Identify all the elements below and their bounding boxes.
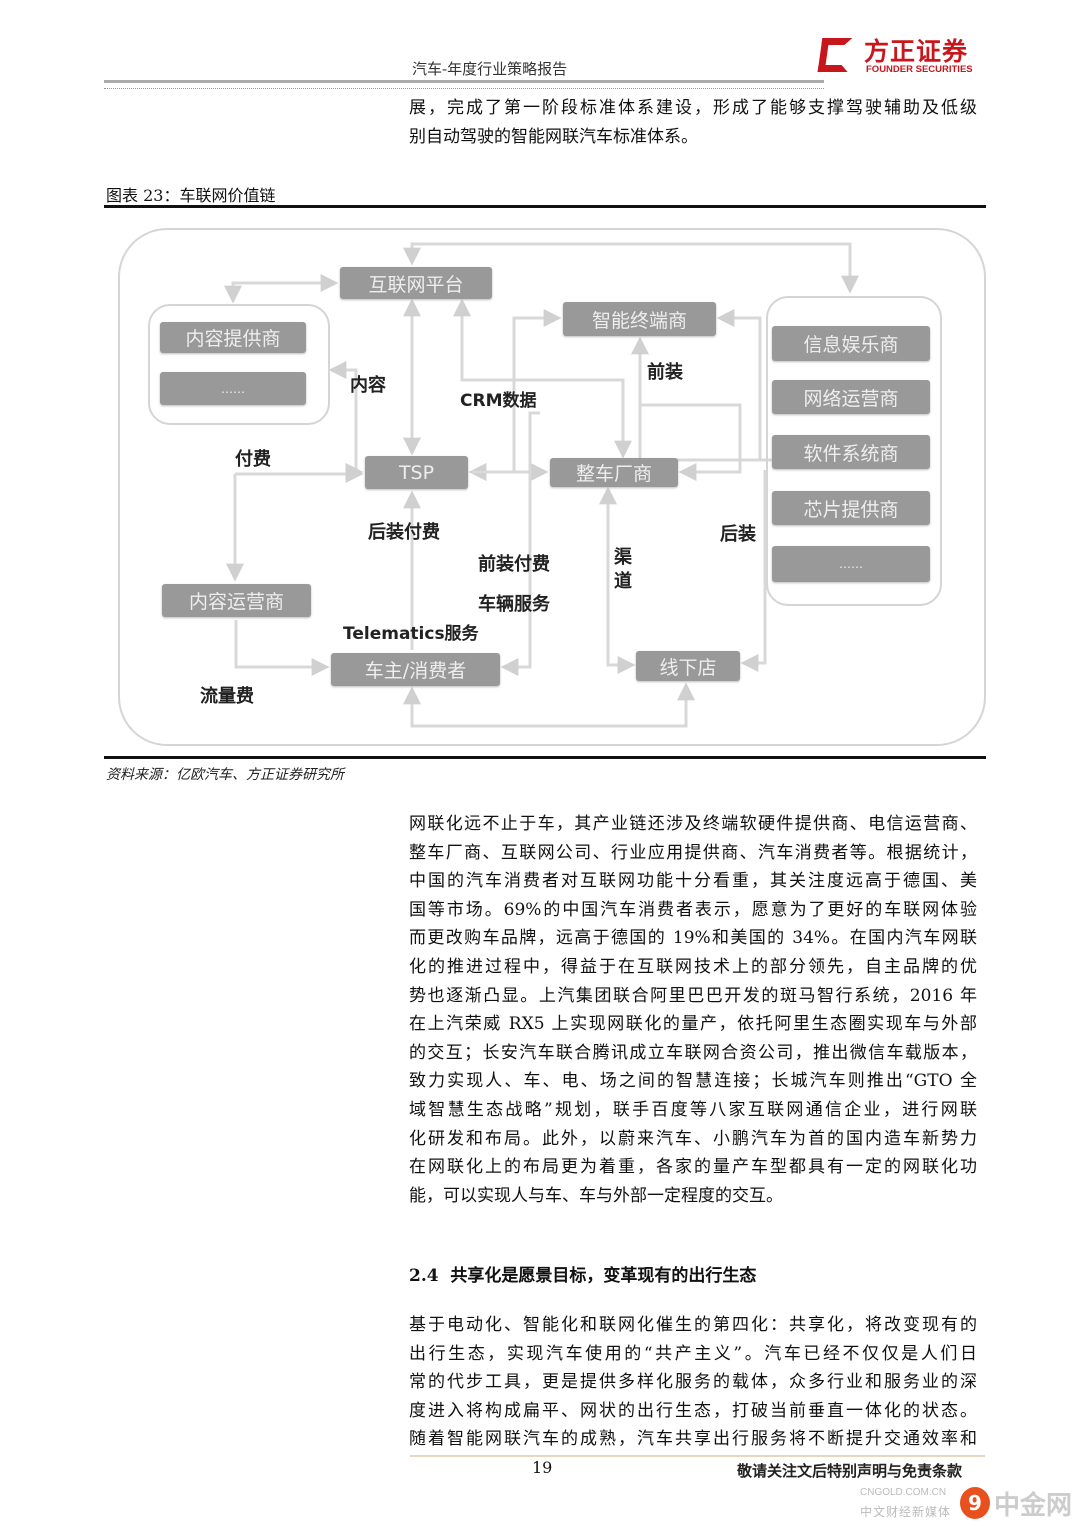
logo-en: FOUNDER SECURITIES [866, 64, 973, 75]
node-network-operator: 网络运营商 [772, 380, 930, 414]
label-after-pay: 后装付费 [368, 522, 440, 543]
intro-paragraph: 展，完成了第一阶段标准体系建设，形成了能够支撑驾驶辅助及低级 别自动驾驶的智能网… [409, 94, 977, 151]
cngold-logo-icon: 9 [960, 1487, 990, 1519]
arrow-traffic-fee [234, 620, 330, 676]
founder-securities-logo: 方正证券 FOUNDER SECURITIES [817, 36, 980, 80]
page-number: 19 [532, 1458, 553, 1477]
text-line: 在网联化上的布局更为着重，各家的量产车型都具有一定的网联化功 [409, 1157, 977, 1178]
text-line: 域智慧生态战略”规划，联手百度等八家互联网通信企业，进行网联 [409, 1099, 977, 1120]
text-line: 化的推进过程中，得益于在互联网技术上的部分领先，自主品牌的优 [409, 956, 977, 977]
figure-source: 资料来源：亿欧汽车、方正证券研究所 [106, 767, 344, 783]
arrow-content [328, 361, 364, 481]
arrow-front-pay [500, 411, 540, 676]
caption-rule [104, 205, 986, 208]
watermark-sub: 中文财经新媒体 [860, 1505, 952, 1519]
text-line: 随着智能网联汽车的成熟，汽车共享出行服务将不断提升交通效率和 [409, 1429, 977, 1450]
node-tsp: TSP [365, 456, 468, 489]
text-line: 度进入将构成扁平、网状的出行生态，打破当前垂直一体化的状态。 [409, 1400, 977, 1421]
arrow-platform-content [224, 274, 339, 304]
arrow-crm [453, 298, 632, 459]
text-line: 能，可以实现人与车、车与外部一定程度的交互。 [409, 1185, 783, 1206]
label-crm: CRM数据 [460, 391, 537, 411]
node-right-more: …… [772, 546, 930, 582]
node-oem: 整车厂商 [550, 458, 678, 487]
text-line: 网联化远不止于车，其产业链还涉及终端软硬件提供商、电信运营商、 [409, 814, 977, 834]
figure-caption: 图表 23：车联网价值链 [106, 186, 276, 205]
label-vehicle-service: 车辆服务 [478, 594, 550, 615]
label-front-pay: 前装付费 [478, 554, 550, 575]
header-rule [104, 80, 824, 83]
text-line: 整车厂商、互联网公司、行业应用提供商、汽车消费者等。根据统计， [409, 842, 977, 863]
node-software: 软件系统商 [772, 435, 930, 469]
arrow-consumer-store [403, 682, 695, 728]
watermark-en: CNGOLD.COM.CN [860, 1487, 947, 1498]
node-consumer: 车主/消费者 [331, 653, 500, 686]
label-traffic-fee: 流量费 [200, 686, 254, 707]
label-after-install: 后装 [720, 524, 756, 545]
node-content-more: …… [160, 372, 306, 405]
report-title: 汽车-年度行业策略报告 [412, 60, 568, 78]
text-line: 国等市场。69%的中国汽车消费者表示，愿意为了更好的车联网体验 [409, 899, 977, 920]
logo-cn: 方正证券 [864, 37, 969, 66]
arrow-to-terminal [512, 309, 562, 472]
text-line: 致力实现人、车、电、场之间的智慧连接；长城汽车则推出“GTO 全 [409, 1071, 977, 1092]
text-line: 别自动驾驶的智能网联汽车标准体系。 [409, 126, 698, 147]
logo-mark-icon [817, 38, 853, 72]
text-line: 的交互；长安汽车联合腾讯成立车联网合资公司，推出微信车载版本， [409, 1042, 977, 1063]
arrow-platform-right [403, 242, 859, 294]
node-content-provider: 内容提供商 [160, 322, 306, 353]
node-offline-store: 线下店 [636, 651, 740, 681]
arrow-oem-right [640, 403, 742, 481]
section-heading: 2.4 共享化是愿景目标，变革现有的出行生态 [409, 1266, 757, 1286]
text-line: 势也逐渐凸显。上汽集团联合阿里巴巴开发的斑马智行系统，2016 年 [409, 985, 977, 1006]
watermark-cn: 中金网 [994, 1491, 1073, 1521]
text-line: 而更改购车品牌，远高于德国的 19%和美国的 34%。在国内汽车网联 [409, 928, 977, 949]
cngold-watermark: CNGOLD.COM.CN 中文财经新媒体 9 中金网 [860, 1485, 1076, 1525]
section-paragraph: 基于电动化、智能化和联网化催生的第四化：共享化，将改变现有的 出行生态，实现汽车… [409, 1311, 977, 1454]
node-content-operator: 内容运营商 [162, 584, 311, 617]
text-line: 化研发和布局。此外，以蔚来汽车、小鹏汽车为首的国内造车新势力 [409, 1128, 977, 1149]
body-paragraph: 网联化远不止于车，其产业链还涉及终端软硬件提供商、电信运营商、 整车厂商、互联网… [409, 810, 977, 1210]
label-channel: 渠道 [614, 547, 632, 592]
text-line: 出行生态，实现汽车使用的“共产主义”。汽车已经不仅仅是人们日 [409, 1343, 977, 1364]
text-line: 在上汽荣威 RX5 上实现网联化的量产，依托阿里生态圈实现车与外部 [409, 1014, 977, 1035]
arrow-terminal-right [716, 309, 762, 460]
arrow-after-install [740, 470, 767, 672]
footer-rule [410, 1455, 985, 1457]
label-pay: 付费 [235, 449, 271, 470]
text-line: 中国的汽车消费者对互联网功能十分看重，其关注度远高于德国、美 [409, 871, 977, 892]
node-smart-terminal: 智能终端商 [563, 302, 716, 336]
source-rule [104, 756, 986, 759]
text-line: 展，完成了第一阶段标准体系建设，形成了能够支撑驾驶辅助及低级 [409, 98, 977, 118]
node-infotainment: 信息娱乐商 [772, 326, 930, 361]
label-content: 内容 [350, 375, 386, 396]
content-group [148, 304, 330, 425]
label-telematics: Telematics服务 [343, 624, 479, 644]
arrow-store [606, 640, 636, 674]
disclaimer-note: 敬请关注文后特别声明与免责条款 [737, 1462, 963, 1480]
text-line: 基于电动化、智能化和联网化催生的第四化：共享化，将改变现有的 [409, 1315, 977, 1335]
node-chip: 芯片提供商 [772, 491, 930, 525]
node-internet-platform: 互联网平台 [340, 267, 492, 299]
label-front-install: 前装 [647, 362, 683, 383]
text-line: 常的代步工具，更是提供多样化服务的载体，众多行业和服务业的深 [409, 1372, 977, 1393]
header-dotted-rule [104, 88, 824, 89]
supplier-group [766, 296, 942, 606]
outer-frame [118, 228, 986, 746]
